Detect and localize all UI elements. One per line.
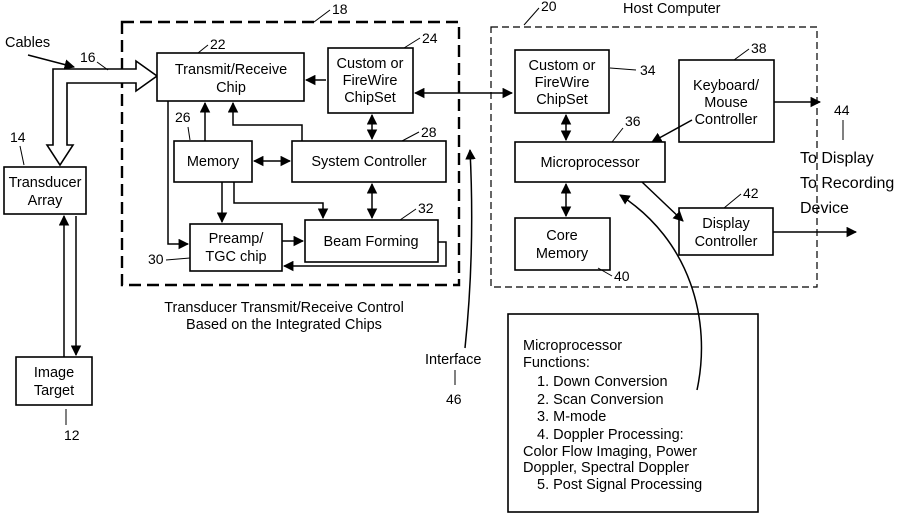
functions-item-2: 2. Scan Conversion [537,392,664,408]
arrow-microprocessor-to-display [642,182,683,221]
ref-46: 46 [446,391,462,407]
keyboard-mouse-label-1: Keyboard/ [693,78,760,94]
cables-label: Cables [5,35,50,51]
to-display-label-2: To Recording [800,175,894,192]
ref-28: 28 [421,124,437,140]
arrow-sysctrl-to-trchip [233,103,302,141]
to-display-label-3: Device [800,200,849,217]
ref-42-leader [724,194,741,208]
ref-32: 32 [418,200,434,216]
functions-item-7: 5. Post Signal Processing [537,477,702,493]
functions-item-5: Color Flow Imaging, Power [523,444,697,460]
transmit-receive-chip-label-1: Transmit/Receive [175,62,287,78]
custom-chipset-right-label-3: ChipSet [536,92,588,108]
keyboard-mouse-label-3: Controller [695,112,758,128]
ref-22-leader [198,45,208,53]
display-controller-label-2: Controller [695,234,758,250]
ref-30: 30 [148,251,164,267]
transducer-array-label-1: Transducer [9,175,82,191]
ref-12: 12 [64,427,80,443]
custom-chipset-left-label-2: FireWire [343,73,398,89]
functions-item-4: 4. Doppler Processing: [537,427,684,443]
functions-item-3: 3. M-mode [537,409,606,425]
ref-28-leader [402,132,419,141]
ref-34: 34 [640,62,656,78]
ref-24-leader [404,38,420,48]
functions-item-6: Doppler, Spectral Doppler [523,460,689,476]
memory-label: Memory [187,154,240,170]
ref-42: 42 [743,185,759,201]
ref-24: 24 [422,30,438,46]
ref-36: 36 [625,113,641,129]
transmit-receive-chip-label-2: Chip [216,80,246,96]
image-target-label-2: Target [34,383,74,399]
ref-32-leader [400,209,416,220]
to-display-label-1: To Display [800,150,874,167]
ref-14-leader [20,146,24,165]
caption-line-2: Based on the Integrated Chips [186,317,382,333]
ref-36-leader [612,128,623,142]
ref-26: 26 [175,109,191,125]
display-controller-label-1: Display [702,216,750,232]
system-controller-label: System Controller [311,154,426,170]
cable-hollow-arrow-body [47,61,157,165]
custom-chipset-left-label-3: ChipSet [344,90,396,106]
keyboard-mouse-label-2: Mouse [704,95,748,111]
interface-label: Interface [425,352,481,368]
transducer-array-label-2: Array [28,193,63,209]
ref-44: 44 [834,102,850,118]
ref-34-leader [610,68,636,70]
ref-26-leader [188,127,190,140]
ref-20-leader [524,8,539,25]
custom-chipset-right-label-2: FireWire [535,75,590,91]
caption-line-1: Transducer Transmit/Receive Control [164,300,404,316]
core-memory-label-2: Memory [536,246,589,262]
ref-30-leader [166,258,190,260]
ref-20: 20 [541,0,557,14]
functions-item-1: 1. Down Conversion [537,374,668,390]
core-memory-label-1: Core [546,228,577,244]
interface-pointer [465,150,472,348]
functions-title-1: Microprocessor [523,338,622,354]
ref-16: 16 [80,49,96,65]
host-computer-label: Host Computer [623,1,721,17]
ref-18: 18 [332,1,348,17]
preamp-label-2: TGC chip [205,249,266,265]
ref-38: 38 [751,40,767,56]
functions-title-2: Functions: [523,355,590,371]
ref-38-leader [734,49,749,60]
ref-22: 22 [210,36,226,52]
ref-18-leader [314,10,330,22]
ref-40: 40 [614,268,630,284]
core-memory-box [515,218,610,270]
custom-chipset-right-label-1: Custom or [529,58,596,74]
image-target-label-1: Image [34,365,74,381]
preamp-label-1: Preamp/ [209,231,265,247]
microprocessor-label: Microprocessor [540,155,639,171]
cables-pointer [28,55,74,67]
custom-chipset-left-label-1: Custom or [337,56,404,72]
ref-14: 14 [10,129,26,145]
beam-forming-label: Beam Forming [323,234,418,250]
arrow-memory-to-beam [234,182,323,218]
